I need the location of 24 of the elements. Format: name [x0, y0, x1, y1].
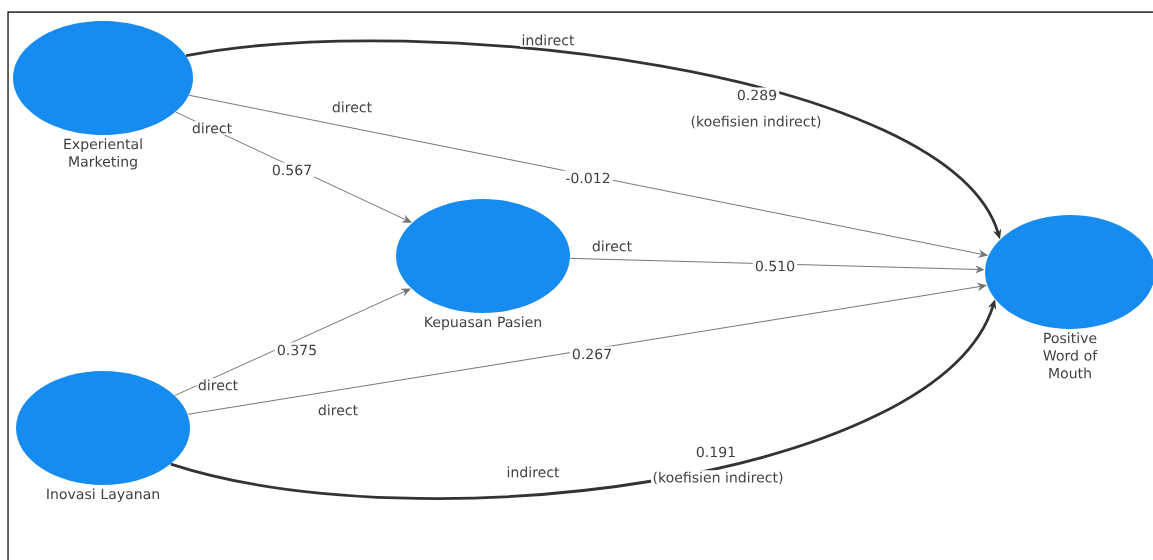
arrow — [569, 257, 985, 273]
arrow — [174, 288, 411, 396]
edge-label: 0.510 — [752, 258, 798, 274]
edge-label: 0.191 — [693, 444, 739, 460]
path-label: direct — [590, 239, 634, 253]
path-label: direct — [196, 378, 240, 392]
edge-label: 0.289 — [734, 87, 780, 103]
arrow — [187, 283, 987, 415]
path-label: indirect — [505, 465, 561, 479]
path-label: indirect — [520, 33, 576, 47]
path-label: (koefisien indirect) — [689, 114, 823, 130]
node-label: Inovasi Layanan — [47, 488, 159, 502]
arrow — [188, 94, 988, 258]
path-label: direct — [316, 403, 360, 417]
path-label: (koefisien indirect) — [651, 470, 785, 486]
path-label: direct — [330, 100, 374, 114]
edge-label: -0.012 — [563, 170, 613, 186]
node-label: Kepuasan Pasien — [425, 316, 542, 330]
edge-label: 0.567 — [269, 162, 315, 178]
path-label: direct — [190, 121, 234, 135]
node-label: Positive Word of Mouth — [1043, 332, 1098, 379]
edge-label: 0.267 — [569, 346, 615, 362]
node-label: Experiental Marketing — [64, 138, 142, 170]
edge-label: 0.375 — [274, 342, 320, 358]
